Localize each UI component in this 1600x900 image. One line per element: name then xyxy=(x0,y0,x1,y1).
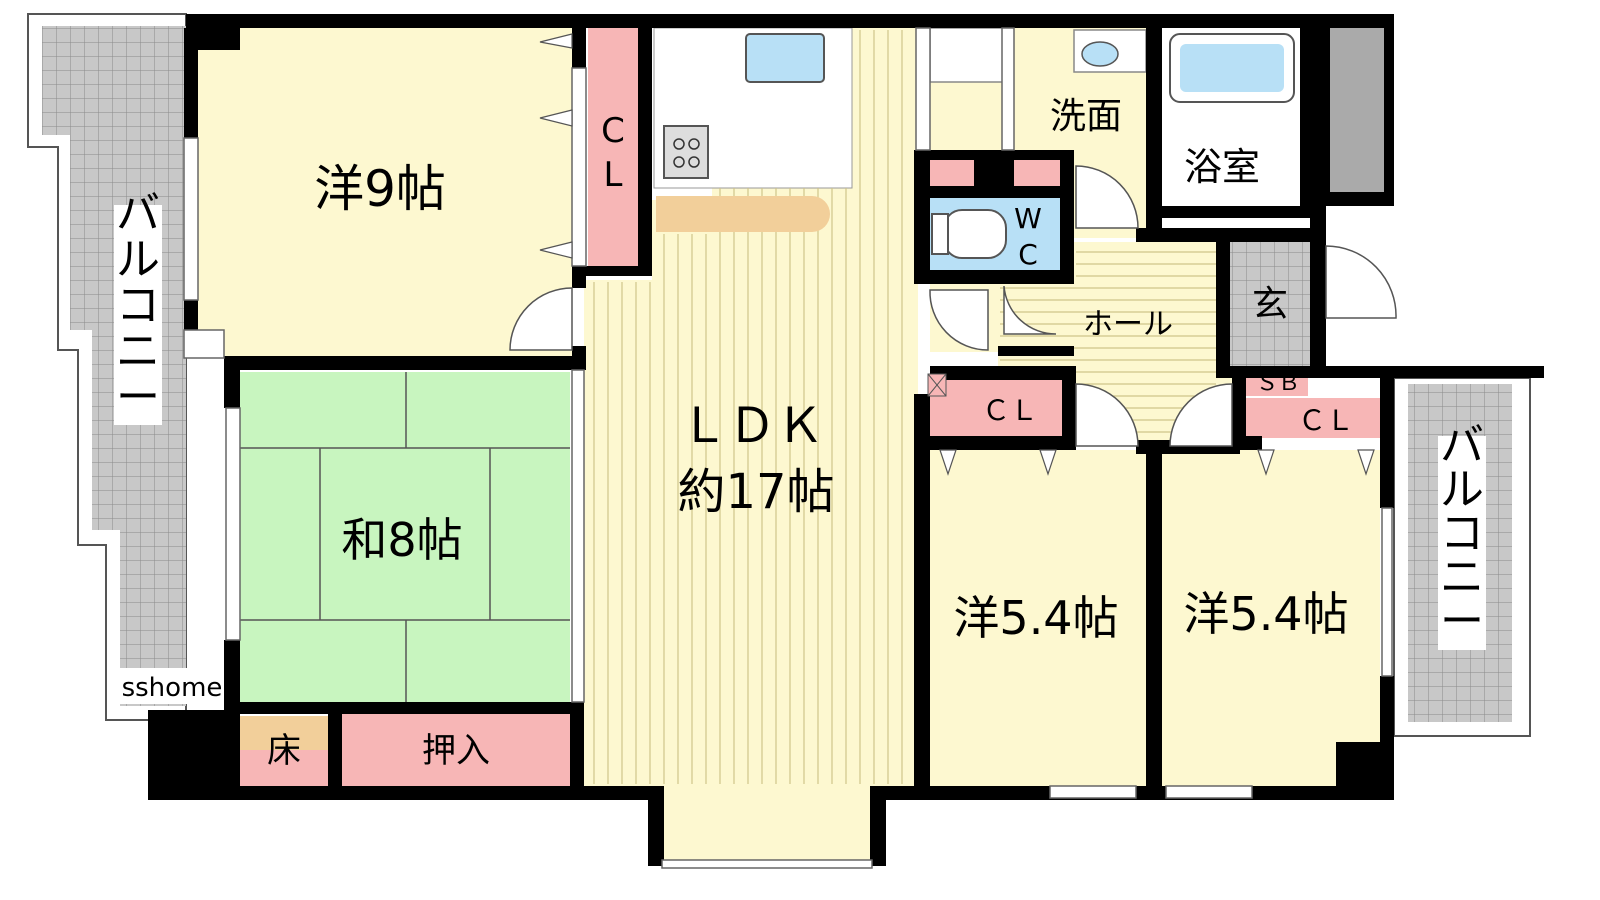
fixtures xyxy=(656,27,1295,259)
room-western-54-b xyxy=(1162,450,1380,786)
oshiire xyxy=(342,712,570,786)
room-western-54-a xyxy=(930,450,1146,786)
room-labels: 洋9帖 C L ＬＤＫ 約17帖 和8帖 床 押入 洗面 浴室 W C ホール … xyxy=(267,96,1354,771)
counter-peninsula xyxy=(656,196,830,232)
label-washroom: 洗面 xyxy=(1050,96,1122,137)
label-ldk-size: 約17帖 xyxy=(677,464,834,520)
ldk-flooring xyxy=(593,30,903,784)
label-ldk: ＬＤＫ xyxy=(680,398,824,454)
label-bathroom: 浴室 xyxy=(1184,145,1260,189)
room-ldk xyxy=(584,28,918,862)
label-sb: ＳＢ xyxy=(1256,371,1300,396)
label-balcony-left: バルコニー xyxy=(116,188,160,423)
watermark: sshome xyxy=(122,673,223,703)
label-japanese-8: 和8帖 xyxy=(341,513,462,567)
balcony-right xyxy=(1393,366,1544,737)
closet-doors xyxy=(539,33,1375,476)
label-western-54-b: 洋5.4帖 xyxy=(1183,587,1348,641)
label-tokonoma: 床 xyxy=(267,731,301,771)
label-western-54-a: 洋5.4帖 xyxy=(953,591,1118,645)
windows xyxy=(183,27,1393,869)
closet-1 xyxy=(588,28,638,268)
stove-icon xyxy=(663,125,709,179)
label-cl-1-c: C xyxy=(601,111,625,151)
label-wc-w: W xyxy=(1014,202,1042,235)
label-cl-2: ＣＬ xyxy=(982,394,1038,427)
label-wc-c: C xyxy=(1018,238,1038,271)
balcony-left xyxy=(27,13,187,721)
label-cl-1-l: L xyxy=(604,155,623,195)
tokonoma xyxy=(240,716,330,750)
room-japanese-8 xyxy=(240,372,570,702)
label-entrance: 玄 xyxy=(1252,284,1288,325)
doors xyxy=(509,165,1397,447)
room-western-9 xyxy=(198,28,572,358)
closet-3 xyxy=(1246,398,1380,438)
washing-machine-area xyxy=(929,27,1005,83)
label-balcony-right: バルコニー xyxy=(1440,420,1484,647)
tatami-lines xyxy=(240,372,570,702)
label-western-9: 洋9帖 xyxy=(314,160,446,218)
label-hall: ホール xyxy=(1083,307,1173,342)
walls xyxy=(148,14,1394,866)
label-oshiire: 押入 xyxy=(422,731,490,771)
toilet-icon xyxy=(943,209,1007,259)
label-cl-3: ＣＬ xyxy=(1298,404,1354,437)
closet-2 xyxy=(930,380,1062,438)
sink-icon xyxy=(745,33,825,83)
room-entrance xyxy=(1230,242,1310,366)
